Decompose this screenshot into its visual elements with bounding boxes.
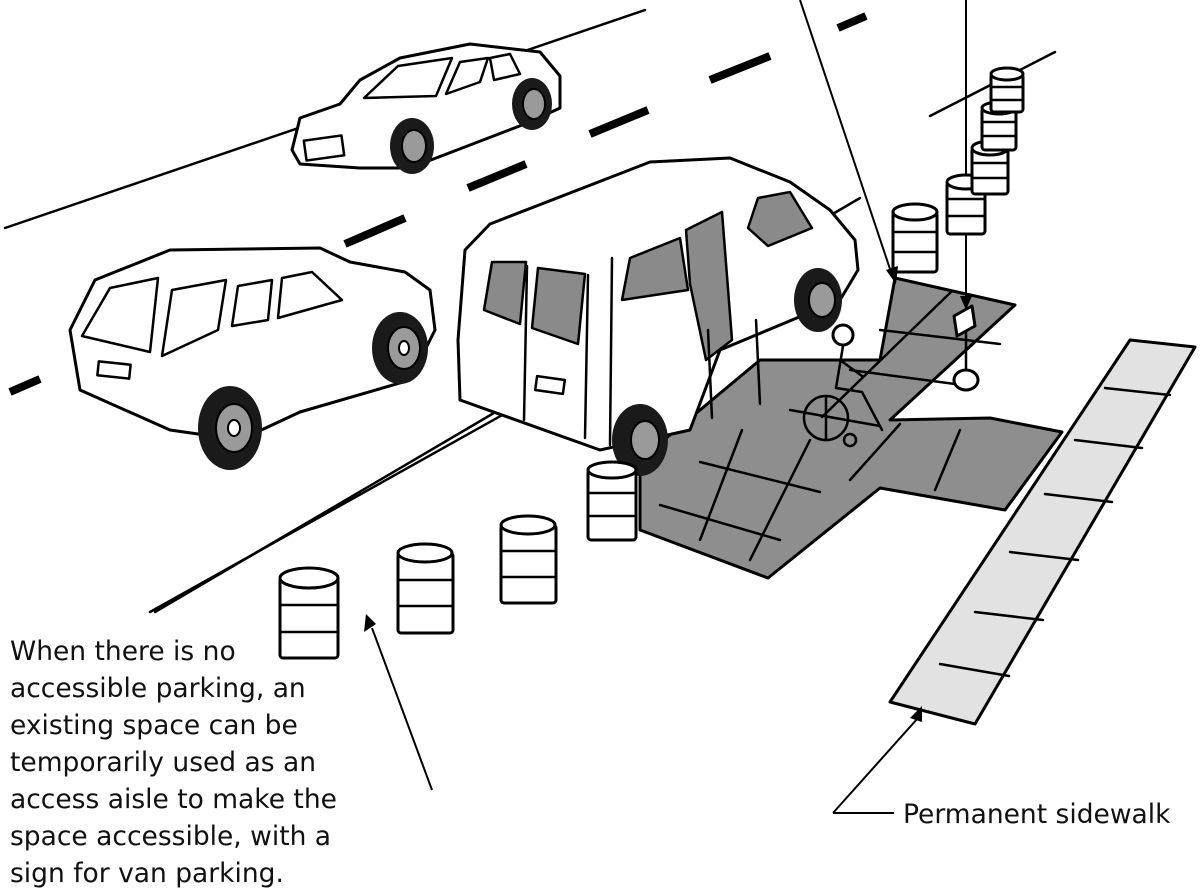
temporary-access-aisle-note: When there is no accessible parking, an … xyxy=(10,633,370,892)
permanent-sidewalk-label: Permanent sidewalk xyxy=(903,796,1203,833)
traffic-barrel-icon xyxy=(501,516,556,603)
traffic-barrel-icon xyxy=(588,462,636,540)
traffic-barrel-icon xyxy=(398,544,453,633)
car-icon xyxy=(292,44,560,174)
traffic-barrel-icon xyxy=(991,68,1023,112)
traffic-barrel-icon xyxy=(893,204,937,272)
permanent-sidewalk xyxy=(890,340,1195,724)
suv-icon xyxy=(70,248,435,470)
